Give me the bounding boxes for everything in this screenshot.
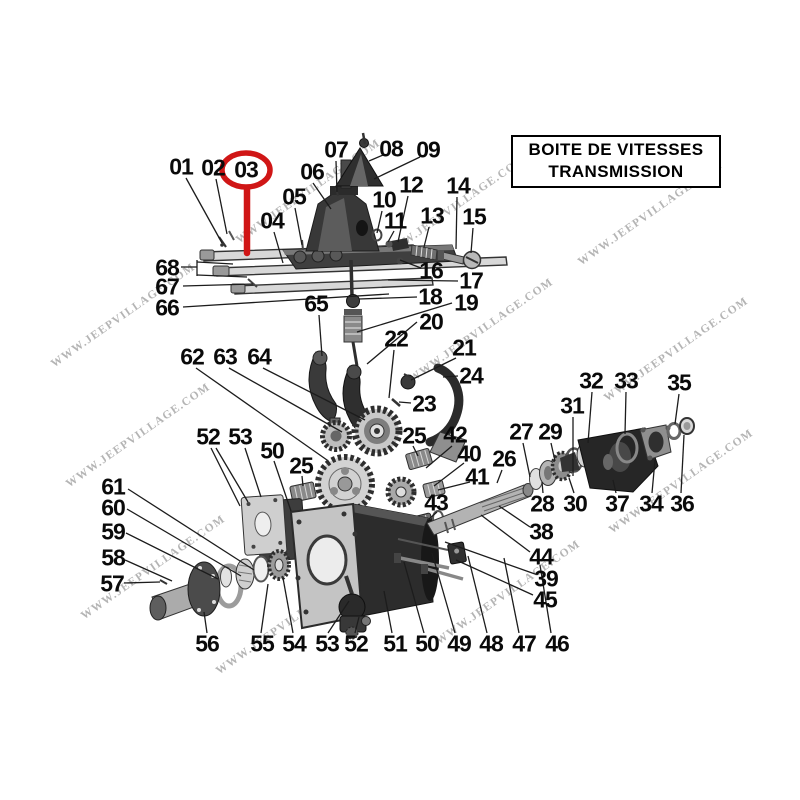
leader-line (428, 511, 438, 520)
leader-line (397, 195, 409, 243)
leader-line (358, 296, 418, 300)
leader-line (568, 477, 575, 494)
leader-line (550, 442, 556, 462)
watermark: WWW.JEEPVILLAGE.COM (602, 295, 751, 404)
leader-line (387, 279, 459, 282)
small-hardware (394, 538, 467, 581)
leader-line (282, 577, 294, 634)
leader-line (437, 481, 471, 491)
leader-line (196, 261, 234, 265)
leader-line (403, 561, 425, 634)
leader-line (215, 178, 228, 235)
leader-line (383, 590, 393, 634)
pto-shifter (338, 575, 371, 640)
leader-line (373, 156, 421, 180)
leader-line (522, 442, 531, 478)
leader-line (423, 226, 430, 248)
leader-line (294, 207, 303, 246)
leader-line (196, 274, 248, 278)
leader-line (541, 481, 544, 494)
leader-line (455, 559, 534, 596)
leader-line (376, 210, 383, 234)
leader-line (412, 445, 419, 457)
shift-tower (282, 132, 459, 270)
leader-line (503, 557, 520, 634)
shift-lever-arm (425, 363, 467, 463)
watermark: WWW.JEEPVILLAGE.COM (49, 261, 198, 370)
title-box: BOITE DE VITESSES TRANSMISSION (511, 135, 721, 188)
leader-line (470, 227, 474, 254)
leader-lines (123, 154, 685, 634)
transmission-illustration (149, 132, 695, 640)
leader-line (431, 552, 456, 634)
leader-line (301, 475, 304, 487)
leader-line (260, 583, 269, 634)
leader-line (433, 462, 465, 487)
leader-line (467, 555, 488, 634)
leader-line (354, 616, 360, 634)
leader-line (388, 349, 395, 399)
leader-line (203, 611, 208, 634)
leader-line (442, 375, 459, 378)
leader-line (182, 293, 390, 308)
detent-parts (218, 228, 482, 270)
highlight-group (219, 150, 273, 257)
leader-line (185, 177, 223, 244)
leader-line (123, 581, 161, 584)
leader-line (539, 564, 552, 634)
leader-line (410, 357, 457, 381)
title-line-1: BOITE DE VITESSES (528, 140, 704, 159)
leader-line (387, 230, 395, 243)
title-line-2: TRANSMISSION (548, 162, 684, 181)
leader-line (215, 447, 249, 503)
leader-line (651, 459, 656, 494)
leader-line (612, 479, 617, 494)
leader-line (366, 321, 418, 365)
leader-line (680, 434, 685, 494)
leader-line (496, 469, 503, 484)
leader-line (262, 367, 366, 421)
rear-output-assembly (529, 417, 695, 493)
leader-line (398, 401, 412, 404)
leader-line (587, 391, 593, 444)
leader-line (182, 283, 254, 287)
leader-line (624, 391, 627, 435)
leader-line (674, 393, 680, 425)
leader-line (356, 302, 453, 333)
leader-line (228, 367, 343, 433)
leader-line (335, 160, 338, 193)
leader-line (480, 514, 531, 553)
leader-line (318, 314, 323, 357)
leader-line (498, 505, 531, 528)
main-shaft (426, 483, 534, 536)
leader-line (210, 447, 241, 507)
leader-line (399, 259, 422, 269)
leader-line (327, 600, 350, 634)
leader-line (195, 367, 328, 461)
leader-line (368, 154, 384, 162)
leader-line (124, 559, 173, 582)
leader-line (273, 231, 284, 264)
leader-line (444, 541, 536, 575)
leader-line (455, 196, 458, 250)
leader-line (127, 488, 255, 571)
leader-line (125, 532, 219, 580)
highlight-ellipse (219, 150, 273, 190)
leader-line (244, 447, 262, 498)
leader-line (273, 460, 292, 512)
shift-rod-spring (343, 259, 363, 367)
leader-line (126, 508, 242, 577)
watermark: WWW.JEEPVILLAGE.COM (407, 276, 556, 385)
leader-line (312, 182, 332, 210)
gear-cluster (289, 405, 446, 532)
watermark: WWW.JEEPVILLAGE.COM (64, 381, 213, 490)
leader-line (425, 445, 453, 469)
